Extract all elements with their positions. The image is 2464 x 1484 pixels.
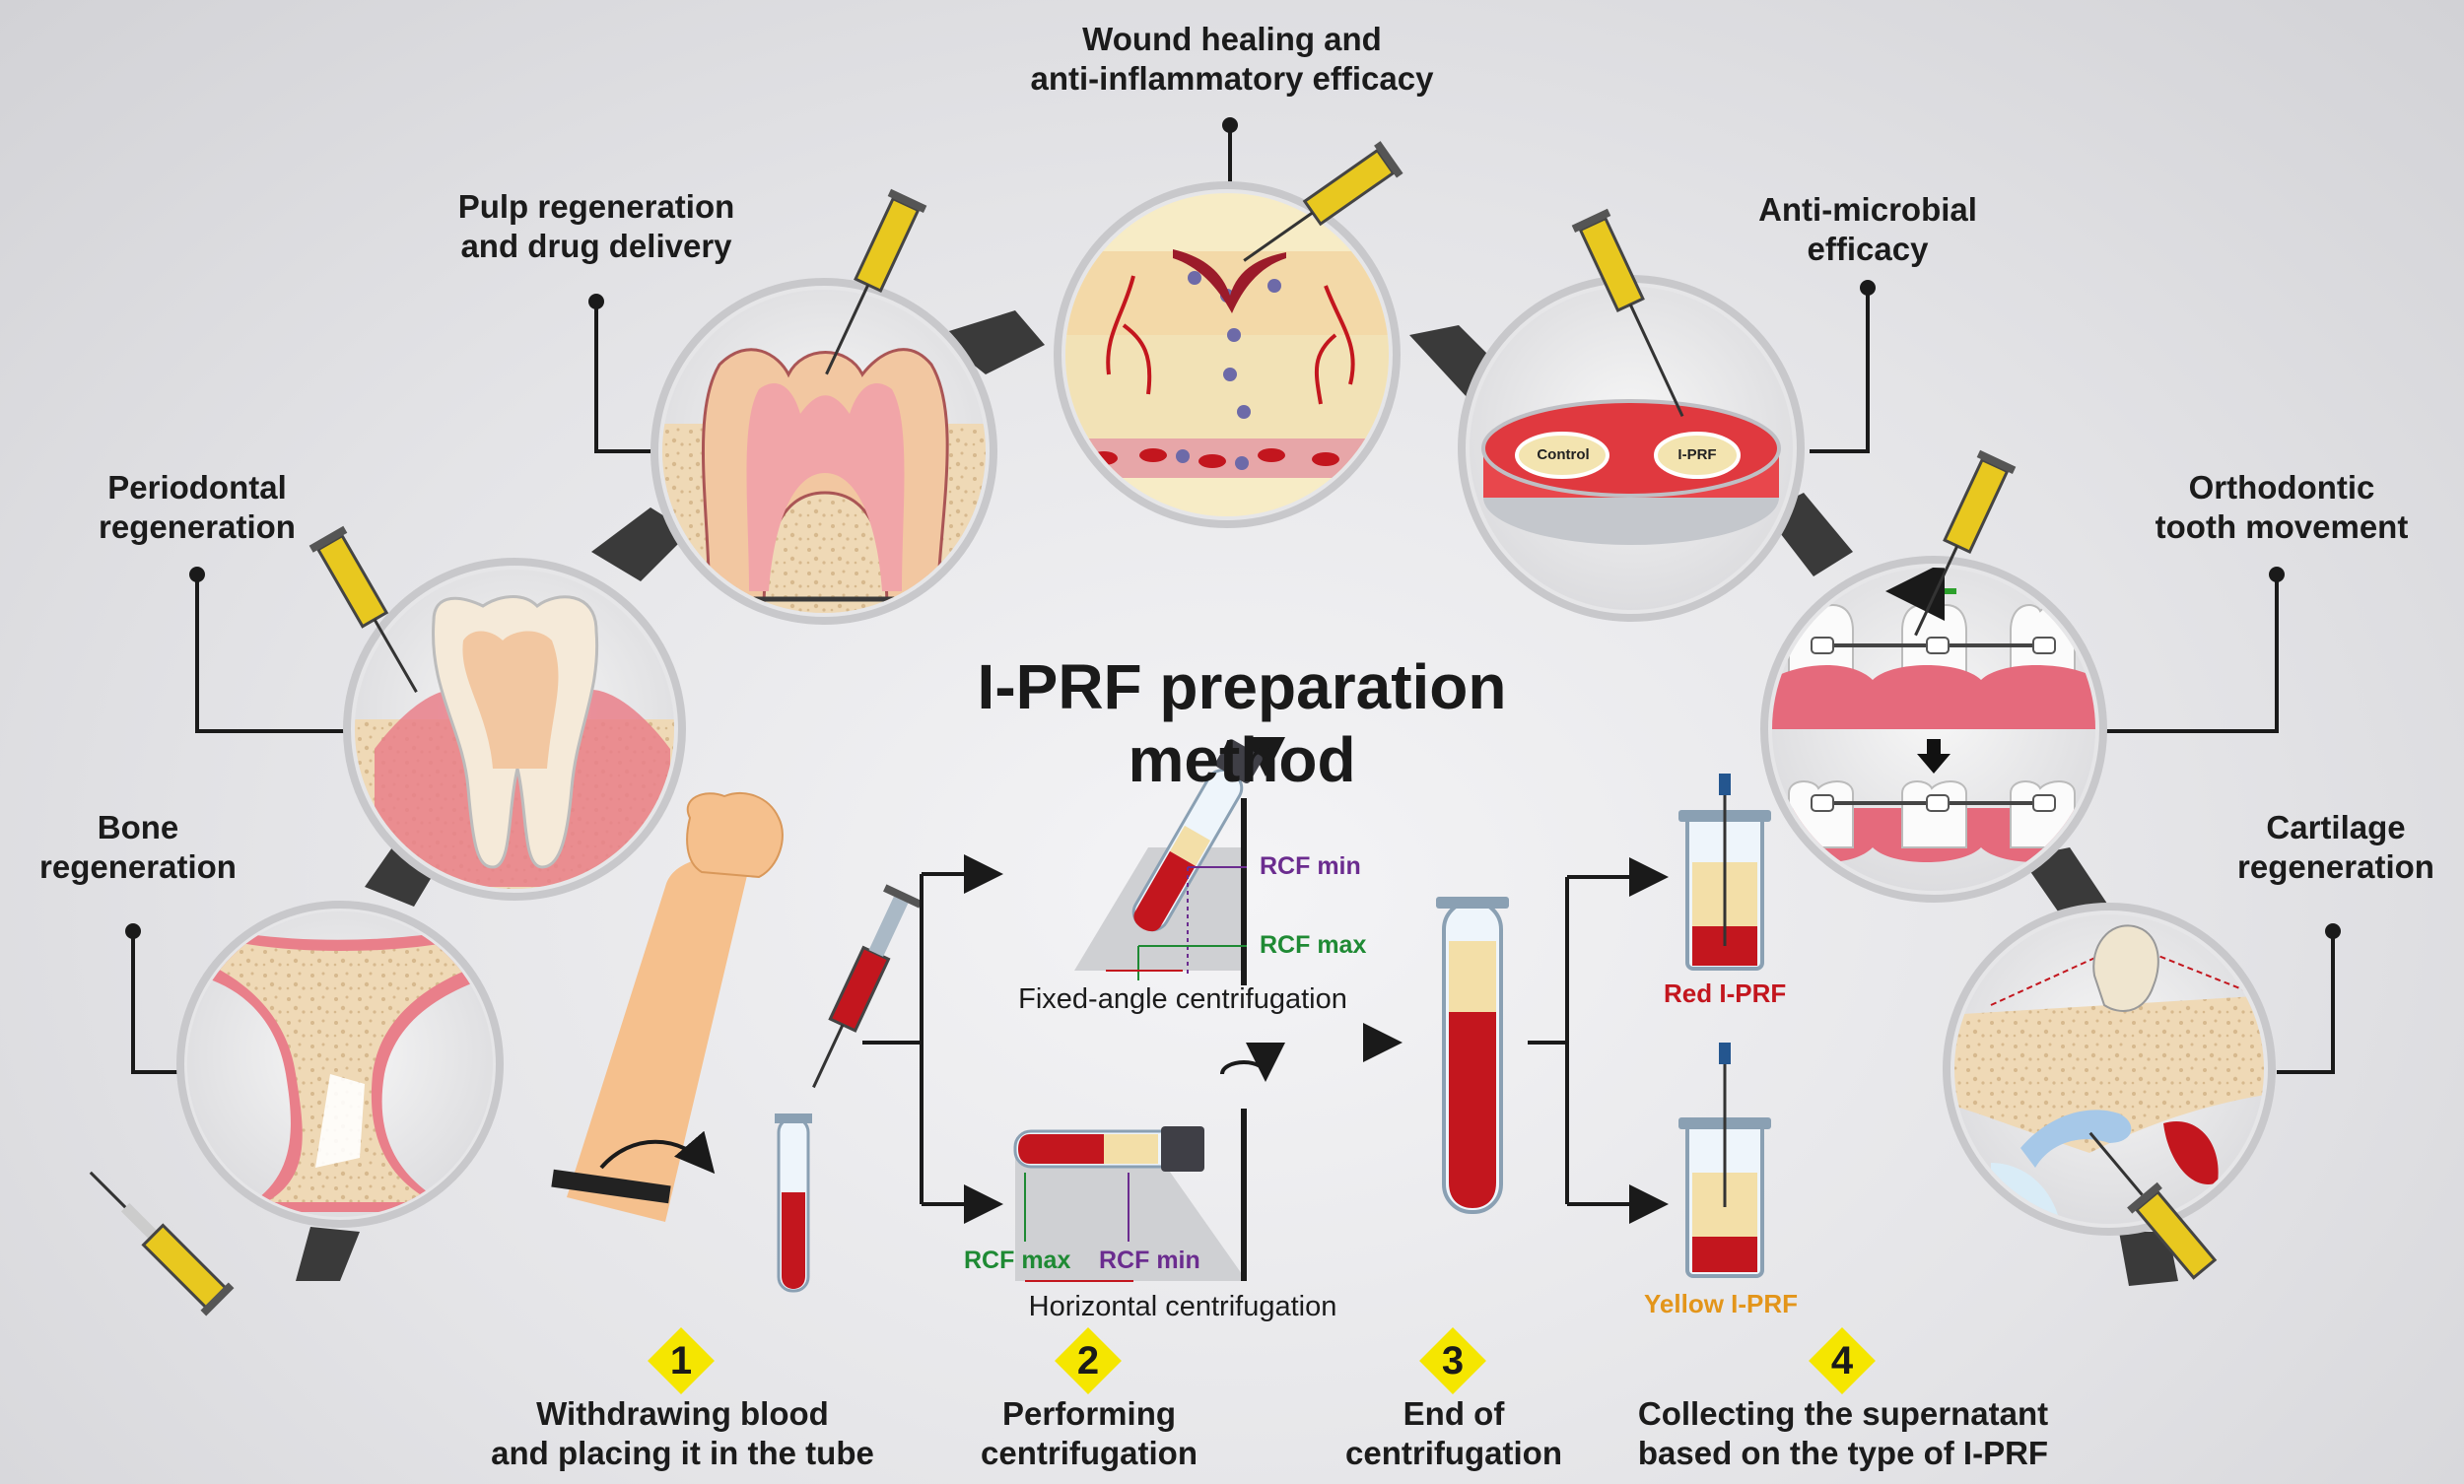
fixed-angle-diagram: [1074, 736, 1285, 985]
horizontal-rcf-min-label: RCF min: [1099, 1247, 1200, 1274]
fixed-rcf-min-label: RCF min: [1260, 852, 1361, 880]
leader-dots: [125, 117, 2341, 939]
blood-syringe: [812, 884, 923, 1089]
bone-regeneration-circle: [176, 901, 504, 1228]
upper-teeth: [1772, 604, 2095, 729]
yellow-iprf-tube: [1678, 1043, 1771, 1278]
yellow-iprf-label: Yellow I-PRF: [1644, 1289, 1799, 1318]
wound-healing-circle: [1054, 181, 1401, 528]
antimicrobial-circle: [1458, 275, 1805, 622]
horizontal-rcf-max-label: RCF max: [964, 1247, 1071, 1274]
red-iprf-tube: [1678, 774, 1771, 971]
dish-iprf-label: I-PRF: [1677, 446, 1717, 463]
horizontal-caption: Horizontal centrifugation: [1028, 1291, 1337, 1322]
fixed-rcf-max-label: RCF max: [1260, 931, 1367, 959]
page-title: I-PRF preparation method: [977, 651, 1507, 795]
pulp-regeneration-circle: [650, 278, 997, 625]
horizontal-diagram: [1013, 1042, 1285, 1282]
flow-arrows: [862, 854, 1669, 1224]
leader-lines: [131, 125, 2335, 1074]
end-centrifugation-tube: [1436, 897, 1509, 1214]
step-4-badge: 4: [1814, 1332, 1871, 1389]
orthodontic-circle: [1760, 556, 2107, 903]
arm-illustration: [551, 792, 784, 1222]
step-3-badge: 3: [1424, 1332, 1481, 1389]
red-iprf-label: Red I-PRF: [1664, 978, 1787, 1008]
fixed-angle-caption: Fixed-angle centrifugation: [1018, 983, 1347, 1015]
step-2-badge: 2: [1060, 1332, 1117, 1389]
collection-tube: [775, 1113, 812, 1293]
lower-teeth: [1772, 780, 2095, 862]
cartilage-circle: [1943, 903, 2276, 1236]
dish-control-label: Control: [1537, 446, 1590, 463]
syringe-icons: [89, 141, 2218, 1316]
periodontal-regeneration-circle: [343, 558, 686, 901]
step-1-badge: 1: [652, 1332, 710, 1389]
